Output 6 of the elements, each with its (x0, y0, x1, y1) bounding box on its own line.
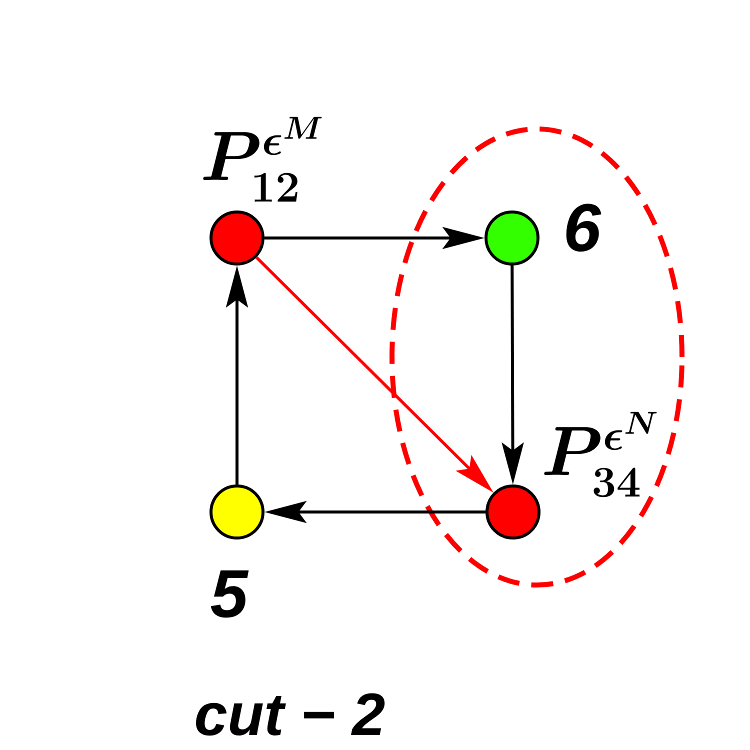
node-label: 6 (566, 204, 602, 252)
node-label: $P_{12}^{\epsilon^M}$ (203, 116, 322, 202)
caption: cut − 2 (196, 693, 385, 736)
node-label: $P_{34}^{\epsilon^N}$ (544, 412, 657, 498)
node-label: 5 (210, 570, 249, 618)
dashed-ellipse (390, 126, 685, 588)
